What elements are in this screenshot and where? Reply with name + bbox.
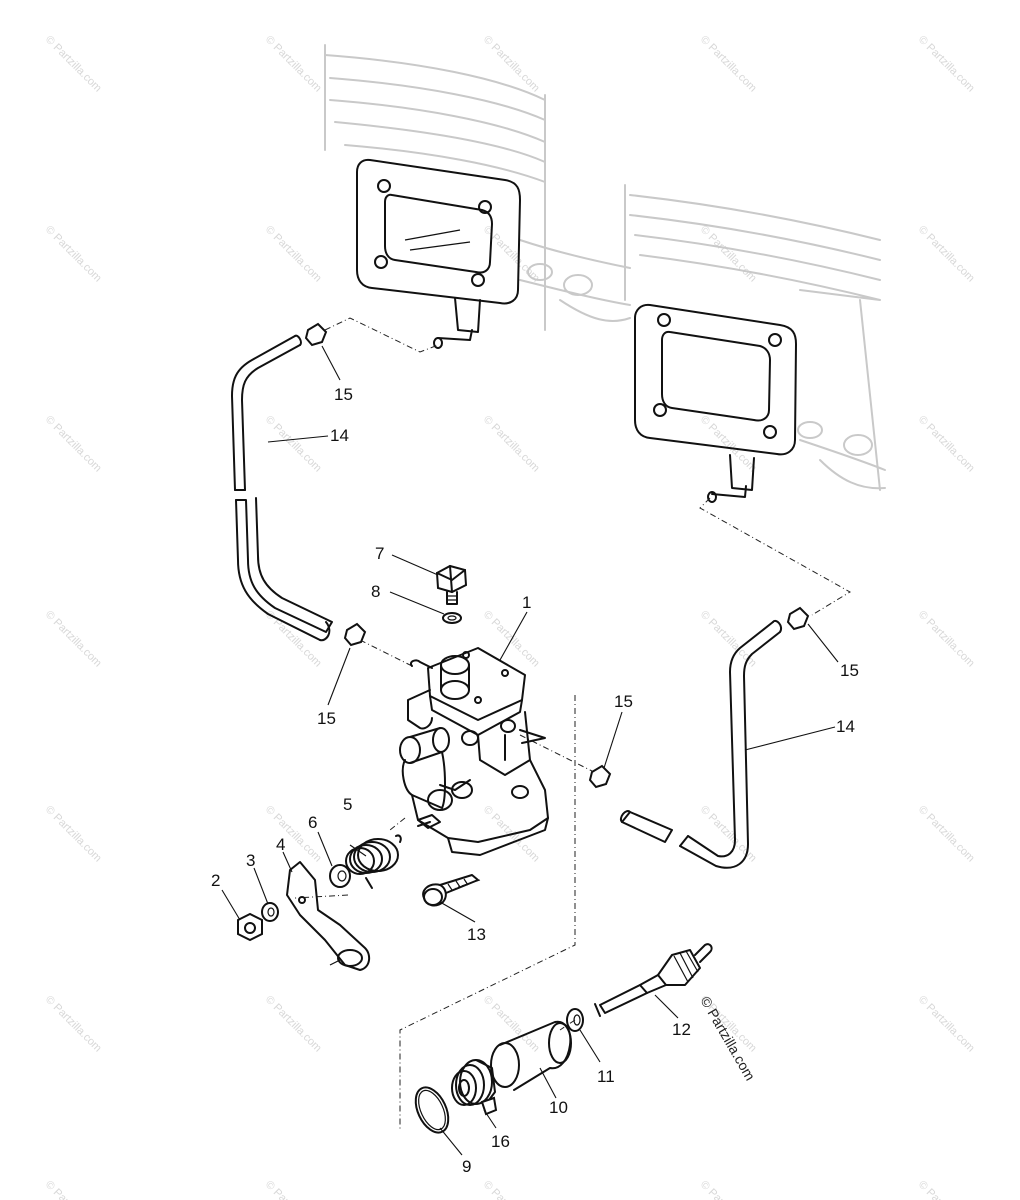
watermark: © Partzilla.com <box>916 609 977 670</box>
callout-11: 11 <box>597 1067 615 1086</box>
watermark: © Partzilla.com <box>263 609 324 670</box>
banjo-bolt <box>435 564 468 605</box>
callout-8: 8 <box>371 582 380 601</box>
driven-gear <box>451 1059 498 1116</box>
watermark: © Partzilla.com <box>916 1179 977 1200</box>
callout-1: 1 <box>522 593 531 612</box>
callout-13: 13 <box>467 925 486 944</box>
watermark: © Partzilla.com <box>916 804 977 865</box>
hose-clamps <box>304 322 810 789</box>
control-lever <box>286 861 371 971</box>
watermark: © Partzilla.com <box>481 414 542 475</box>
callout-15-right: 15 <box>840 661 859 680</box>
washer-6 <box>329 864 351 888</box>
hex-nut <box>237 912 263 942</box>
callout-6: 6 <box>308 813 317 832</box>
watermark: © Partzilla.com <box>263 224 324 285</box>
callout-9: 9 <box>462 1157 471 1176</box>
callout-2: 2 <box>211 871 220 890</box>
leader-lines <box>221 345 839 1156</box>
watermark: © Partzilla.com <box>481 34 542 95</box>
watermark: © Partzilla.com <box>916 34 977 95</box>
return-spring <box>345 834 402 889</box>
callout-7: 7 <box>375 544 384 563</box>
lock-washer <box>261 902 279 922</box>
oil-hose-right <box>620 620 783 869</box>
sealing-washer-top <box>442 612 462 624</box>
watermark: © Partzilla.com <box>698 609 759 670</box>
watermark: © Partzilla.com <box>43 609 104 670</box>
callout-5: 5 <box>343 795 352 814</box>
bushing-sleeve <box>490 1020 572 1091</box>
callout-14-right: 14 <box>836 717 855 736</box>
mounting-screw <box>422 874 479 907</box>
callout-14-left: 14 <box>330 426 349 445</box>
engine-cylinder-right <box>624 184 886 503</box>
hose-clamp <box>343 622 367 647</box>
watermark: © Partzilla.com <box>698 1179 759 1200</box>
o-ring <box>414 1086 450 1134</box>
watermark: © Partzilla.com <box>916 414 977 475</box>
watermark-layer: © Partzilla.com © Partzilla.com © Partzi… <box>43 34 977 1200</box>
oil-hose-left <box>231 334 333 642</box>
thrust-washer <box>566 1008 584 1032</box>
hose-clamp <box>588 764 612 789</box>
watermark: © Partzilla.com <box>263 1179 324 1200</box>
callout-labels: 1 2 3 4 5 6 7 8 9 10 11 12 13 14 14 15 1… <box>211 385 859 1176</box>
watermark: © Partzilla.com <box>263 34 324 95</box>
watermark: © Partzilla.com <box>916 224 977 285</box>
watermark: © Partzilla.com <box>263 414 324 475</box>
watermark: © Partzilla.com <box>43 34 104 95</box>
watermark: © Partzilla.com <box>481 1179 542 1200</box>
watermark: © Partzilla.com <box>263 994 324 1055</box>
callout-15-top: 15 <box>334 385 353 404</box>
callout-15-middle: 15 <box>614 692 633 711</box>
drive-gear-shaft <box>594 943 713 1017</box>
callout-16: 16 <box>491 1132 510 1151</box>
callout-10: 10 <box>549 1098 568 1117</box>
watermark: © Partzilla.com <box>43 804 104 865</box>
hose-clamp <box>304 322 328 347</box>
watermark: © Partzilla.com <box>43 224 104 285</box>
engine-cylinder-left <box>324 44 631 349</box>
watermark: © Partzilla.com <box>43 994 104 1055</box>
callout-15-left: 15 <box>317 709 336 728</box>
callout-4: 4 <box>276 835 285 854</box>
centerlines <box>294 317 851 1130</box>
callout-3: 3 <box>246 851 255 870</box>
watermark: © Partzilla.com <box>698 34 759 95</box>
callout-12: 12 <box>672 1020 691 1039</box>
watermark: © Partzilla.com <box>916 994 977 1055</box>
hose-clamp <box>786 606 810 631</box>
watermark: © Partzilla.com <box>43 414 104 475</box>
watermark: © Partzilla.com <box>698 414 759 475</box>
watermark: © Partzilla.com <box>43 1179 104 1200</box>
oil-pump-body <box>399 647 549 856</box>
